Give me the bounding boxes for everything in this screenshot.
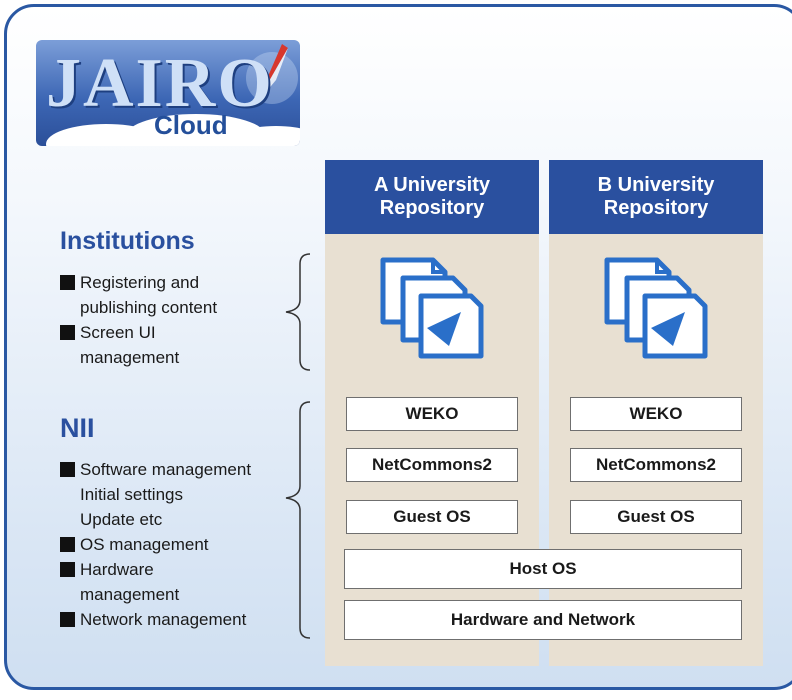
nii-list: Software management Initial settings Upd… — [60, 457, 251, 632]
column-a-title: A University Repository — [325, 160, 539, 234]
list-item: Registering and publishing content — [60, 270, 217, 320]
logo-art — [46, 44, 300, 146]
list-item: Initial settings — [80, 485, 183, 504]
host-os-box: Host OS — [344, 549, 742, 589]
nii-heading: NII — [60, 413, 95, 443]
institutions-list: Registering and publishing content Scree… — [60, 270, 217, 370]
list-item: Software management — [60, 457, 251, 482]
nii-brace — [285, 401, 311, 639]
list-item: OS management — [60, 532, 251, 557]
institutions-brace — [285, 253, 311, 371]
list-item: Update etc — [80, 510, 163, 529]
list-item: Hardware management — [60, 557, 251, 607]
column-b-title: B University Repository — [549, 160, 763, 234]
netcommons-box-a: NetCommons2 — [346, 448, 518, 482]
list-item: Network management — [60, 607, 251, 632]
guest-os-box-a: Guest OS — [346, 500, 518, 534]
logo-wordmark: JAIRO — [46, 45, 274, 122]
institutions-heading: Institutions — [60, 227, 195, 255]
jairo-cloud-logo: JAIRO Cloud — [36, 40, 300, 146]
netcommons-box-b: NetCommons2 — [570, 448, 742, 482]
weko-box-b: WEKO — [570, 397, 742, 431]
list-item: Screen UI management — [60, 320, 217, 370]
column-b: B University Repository WEKO NetCommons2… — [549, 160, 763, 666]
documents-icon — [604, 257, 708, 359]
guest-os-box-b: Guest OS — [570, 500, 742, 534]
hardware-network-box: Hardware and Network — [344, 600, 742, 640]
column-a: A University Repository WEKO NetCommons2… — [325, 160, 539, 666]
logo-subtitle: Cloud — [154, 110, 228, 140]
weko-box-a: WEKO — [346, 397, 518, 431]
documents-icon — [380, 257, 484, 359]
